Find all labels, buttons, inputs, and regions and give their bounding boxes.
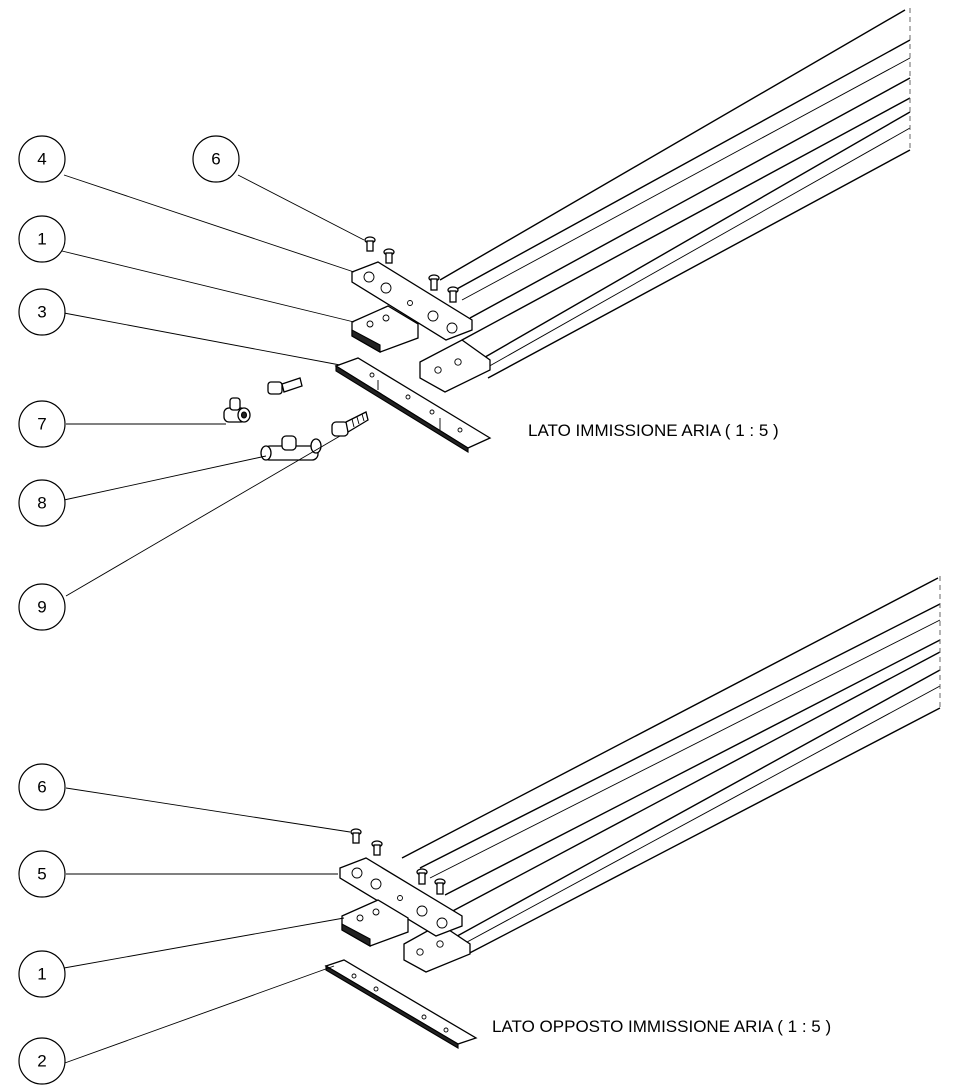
leader-lines-bottom	[61, 787, 351, 1065]
svg-text:6: 6	[37, 778, 46, 797]
flat-bar-2	[324, 959, 478, 1049]
balloon-1: 1	[18, 215, 66, 263]
profile-rails-bottom	[401, 576, 941, 959]
svg-text:3: 3	[37, 303, 46, 322]
view-lato-opposto-immissione-aria: 6 5 1 2 LATO OPPOSTO IMMISSIONE ARIA ( 1…	[18, 576, 941, 1085]
leader-lines-top	[61, 174, 365, 597]
balloon-9: 9	[18, 583, 66, 631]
bracket-1-bottom	[341, 899, 409, 947]
svg-text:8: 8	[37, 494, 46, 513]
screws-6-top	[364, 236, 459, 303]
plate-4	[351, 261, 473, 341]
svg-text:7: 7	[37, 415, 46, 434]
balloon-6: 6	[192, 135, 240, 183]
balloon-4: 4	[18, 135, 66, 183]
balloon-5: 5	[18, 850, 66, 898]
view-lato-immissione-aria: 4 6 1 3 7 8 9 LATO IMMISSIONE ARIA ( 1 :…	[18, 8, 911, 631]
svg-text:1: 1	[37, 230, 46, 249]
svg-text:1: 1	[37, 965, 46, 984]
balloon-3: 3	[18, 288, 66, 336]
svg-text:4: 4	[37, 150, 46, 169]
screw-7-top	[267, 377, 303, 395]
fitting-9	[331, 411, 369, 437]
profile-rails-top	[439, 8, 911, 379]
fitting-7	[223, 397, 251, 423]
fitting-8	[260, 435, 322, 461]
plate-5	[339, 857, 463, 937]
svg-text:9: 9	[37, 598, 46, 617]
svg-text:2: 2	[37, 1052, 46, 1071]
profile-end-tab-top	[419, 339, 491, 393]
balloon-7: 7	[18, 400, 66, 448]
balloon-6-bottom: 6	[18, 763, 66, 811]
svg-text:5: 5	[37, 865, 46, 884]
view-caption-bottom: LATO OPPOSTO IMMISSIONE ARIA ( 1 : 5 )	[492, 1017, 831, 1036]
view-caption-top: LATO IMMISSIONE ARIA ( 1 : 5 )	[528, 421, 779, 440]
balloon-2: 2	[18, 1037, 66, 1085]
svg-text:6: 6	[211, 150, 220, 169]
balloon-8: 8	[18, 479, 66, 527]
flat-bar-3	[334, 357, 492, 453]
screws-6-bottom	[350, 828, 446, 895]
balloon-1-bottom: 1	[18, 950, 66, 998]
bracket-1	[351, 305, 419, 353]
